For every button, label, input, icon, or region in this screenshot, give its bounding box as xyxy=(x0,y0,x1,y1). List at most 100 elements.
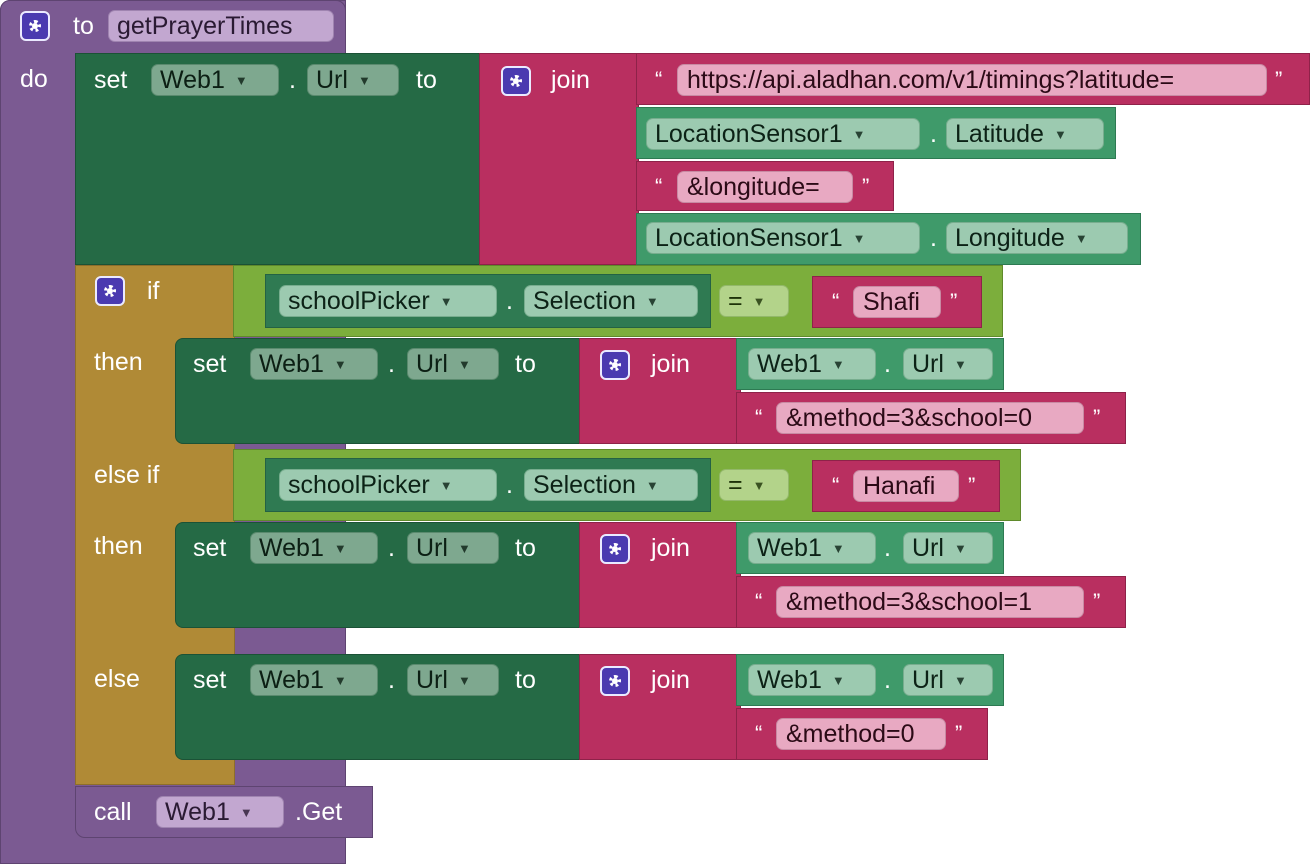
dot: . xyxy=(884,350,891,378)
operator-dropdown[interactable]: =▼ xyxy=(719,285,789,317)
call-component-dropdown[interactable]: Web1 ▼ xyxy=(156,796,284,828)
shafi-text-block[interactable] xyxy=(812,276,982,328)
quote-close: ” xyxy=(862,174,870,199)
join-label: join xyxy=(651,666,690,694)
caret-down-icon: ▼ xyxy=(333,357,347,373)
if-label: if xyxy=(147,277,160,305)
dot: . xyxy=(930,224,937,252)
quote-close: ” xyxy=(955,721,963,746)
quote-open: “ xyxy=(755,721,763,746)
dot: . xyxy=(884,666,891,694)
picker-text: schoolPicker xyxy=(288,471,430,499)
caret-down-icon: ▼ xyxy=(852,231,866,247)
to-label: to xyxy=(515,350,536,378)
component-dropdown[interactable]: Web1▼ xyxy=(748,532,876,564)
caret-down-icon: ▼ xyxy=(953,673,967,689)
caret-down-icon: ▼ xyxy=(953,357,967,373)
caret-down-icon: ▼ xyxy=(439,478,453,494)
property-dropdown[interactable]: Url▼ xyxy=(307,64,399,96)
gear-icon[interactable] xyxy=(95,276,125,306)
shafi-text-field[interactable]: Shafi xyxy=(853,286,941,318)
component-dropdown[interactable]: Web1▼ xyxy=(151,64,279,96)
caret-down-icon: ▼ xyxy=(953,541,967,557)
caret-down-icon: ▼ xyxy=(239,805,253,821)
method-text-field[interactable]: &method=0 xyxy=(776,718,946,750)
operator-dropdown[interactable]: =▼ xyxy=(719,469,789,501)
procedure-name-field[interactable]: getPrayerTimes xyxy=(108,10,334,42)
sensor-dropdown[interactable]: LocationSensor1▼ xyxy=(646,118,920,150)
caret-down-icon: ▼ xyxy=(831,673,845,689)
component-dropdown[interactable]: Web1▼ xyxy=(748,348,876,380)
gear-icon[interactable] xyxy=(501,66,531,96)
set-url-block[interactable] xyxy=(175,338,581,444)
component-dropdown[interactable]: Web1▼ xyxy=(748,664,876,696)
method-text-field[interactable]: &method=3&school=1 xyxy=(776,586,1084,618)
picker-dropdown[interactable]: schoolPicker ▼ xyxy=(279,469,497,501)
sensor-dropdown[interactable]: LocationSensor1 ▼ xyxy=(646,222,920,254)
component-text: Web1 xyxy=(757,350,822,378)
caret-down-icon: ▼ xyxy=(457,541,471,557)
quote-open: “ xyxy=(655,67,663,92)
property-text: Url xyxy=(912,534,944,562)
picker-dropdown[interactable]: schoolPicker▼ xyxy=(279,285,497,317)
property-dropdown[interactable]: Url▼ xyxy=(903,664,993,696)
quote-close: ” xyxy=(1093,405,1101,430)
set-label: set xyxy=(193,534,227,562)
dot: . xyxy=(388,534,395,562)
quote-open: “ xyxy=(832,473,840,498)
sensor-text: LocationSensor1 xyxy=(655,224,843,252)
component-dropdown[interactable]: Web1▼ xyxy=(250,664,378,696)
set-url-block[interactable] xyxy=(175,654,581,760)
latitude-dropdown[interactable]: Latitude▼ xyxy=(946,118,1104,150)
set-label: set xyxy=(193,350,227,378)
call-label: call xyxy=(94,798,132,826)
caret-down-icon: ▼ xyxy=(645,478,659,494)
gear-icon[interactable] xyxy=(600,350,630,380)
longitude-dropdown[interactable]: Longitude▼ xyxy=(946,222,1128,254)
hanafi-text-field[interactable]: Hanafi xyxy=(853,470,959,502)
property-dropdown[interactable]: Url ▼ xyxy=(903,532,993,564)
caret-down-icon: ▼ xyxy=(1074,231,1088,247)
property-text: Url xyxy=(416,534,448,562)
property-text: Url xyxy=(416,666,448,694)
property-dropdown[interactable]: Url ▼ xyxy=(407,664,499,696)
procedure-name-text: getPrayerTimes xyxy=(117,12,293,40)
dot: . xyxy=(289,66,296,94)
caret-down-icon: ▼ xyxy=(1053,127,1067,143)
caret-down-icon: ▼ xyxy=(752,478,766,494)
component-dropdown[interactable]: Web1▼ xyxy=(250,348,378,380)
gear-icon[interactable] xyxy=(600,666,630,696)
quote-close: ” xyxy=(950,289,958,314)
quote-close: ” xyxy=(1093,589,1101,614)
quote-open: “ xyxy=(832,289,840,314)
component-text: Web1 xyxy=(757,534,822,562)
caret-down-icon: ▼ xyxy=(457,673,471,689)
method-text-field[interactable]: &method=3&school=0 xyxy=(776,402,1084,434)
property-text: Url xyxy=(416,350,448,378)
component-text: Web1 xyxy=(259,534,324,562)
selection-dropdown[interactable]: Selection▼ xyxy=(524,469,698,501)
property-dropdown[interactable]: Url▼ xyxy=(903,348,993,380)
dot: . xyxy=(506,287,513,315)
join-label: join xyxy=(651,350,690,378)
gear-icon[interactable] xyxy=(20,11,50,41)
to-label: to xyxy=(416,66,437,94)
component-dropdown[interactable]: Web1▼ xyxy=(250,532,378,564)
caret-down-icon: ▼ xyxy=(333,673,347,689)
set-label: set xyxy=(193,666,227,694)
gear-icon[interactable] xyxy=(600,534,630,564)
caret-down-icon: ▼ xyxy=(752,294,766,310)
component-text: Web1 xyxy=(160,66,225,94)
call-component-text: Web1 xyxy=(165,798,230,826)
longitude-text-field[interactable]: &longitude= xyxy=(677,171,853,203)
quote-open: “ xyxy=(755,589,763,614)
call-method-label: .Get xyxy=(295,798,343,826)
operator-text: = xyxy=(728,287,743,315)
quote-open: “ xyxy=(755,405,763,430)
then-label: then xyxy=(94,348,143,376)
property-dropdown[interactable]: Url▼ xyxy=(407,348,499,380)
url-text-field[interactable]: https://api.aladhan.com/v1/timings?latit… xyxy=(677,64,1267,96)
property-dropdown[interactable]: Url ▼ xyxy=(407,532,499,564)
selection-dropdown[interactable]: Selection▼ xyxy=(524,285,698,317)
set-url-block[interactable] xyxy=(175,522,581,628)
